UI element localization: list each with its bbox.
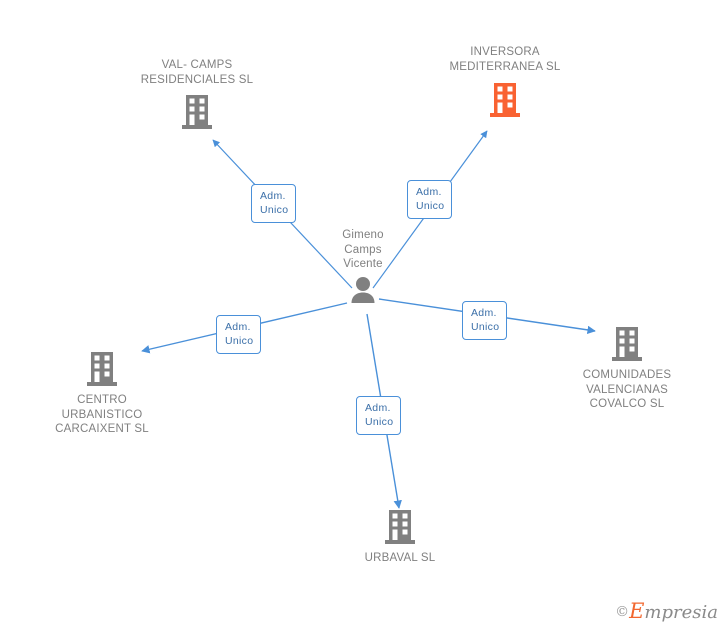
person-icon[interactable] bbox=[273, 272, 453, 307]
node-label-person-center: Gimeno Camps Vicente bbox=[342, 229, 384, 270]
node-urbaval[interactable]: URBAVAL SL bbox=[310, 510, 490, 566]
building-icon[interactable] bbox=[537, 327, 717, 363]
building-icon[interactable] bbox=[107, 87, 287, 131]
node-person-center[interactable]: Gimeno Camps Vicente bbox=[273, 228, 453, 307]
node-inversora-mediterranea[interactable]: INVERSORA MEDITERRANEA SL bbox=[415, 45, 595, 119]
node-label-urbaval: URBAVAL SL bbox=[364, 552, 436, 564]
node-comunidades-valencianas-covalco[interactable]: COMUNIDADES VALENCIANAS COVALCO SL bbox=[537, 327, 717, 412]
node-label-val-camps-residenciales: VAL- CAMPS RESIDENCIALES SL bbox=[140, 59, 254, 86]
node-label-centro-urbanistico-carcaixent: CENTRO URBANISTICO CARCAIXENT SL bbox=[55, 394, 149, 435]
brand-name: mpresia bbox=[644, 602, 718, 623]
building-icon-highlighted[interactable] bbox=[415, 74, 595, 119]
edge-label-centro[interactable]: Adm. Unico bbox=[216, 315, 262, 354]
edge-label-inversora[interactable]: Adm. Unico bbox=[407, 180, 453, 219]
node-centro-urbanistico-carcaixent[interactable]: CENTRO URBANISTICO CARCAIXENT SL bbox=[12, 352, 192, 437]
watermark-empresia: ©Empresia bbox=[615, 599, 718, 623]
node-label-inversora-mediterranea: INVERSORA MEDITERRANEA SL bbox=[449, 46, 561, 73]
edge-label-urbaval[interactable]: Adm. Unico bbox=[356, 396, 402, 435]
edge-label-covalco[interactable]: Adm. Unico bbox=[462, 301, 508, 340]
node-val-camps-residenciales[interactable]: VAL- CAMPS RESIDENCIALES SL bbox=[107, 58, 287, 131]
building-icon[interactable] bbox=[12, 352, 192, 388]
node-label-comunidades-valencianas-covalco: COMUNIDADES VALENCIANAS COVALCO SL bbox=[582, 369, 672, 410]
building-icon[interactable] bbox=[310, 510, 490, 546]
brand-initial: E bbox=[629, 599, 645, 623]
edge-label-val-camps[interactable]: Adm. Unico bbox=[251, 184, 297, 223]
copyright-symbol: © bbox=[615, 604, 630, 620]
